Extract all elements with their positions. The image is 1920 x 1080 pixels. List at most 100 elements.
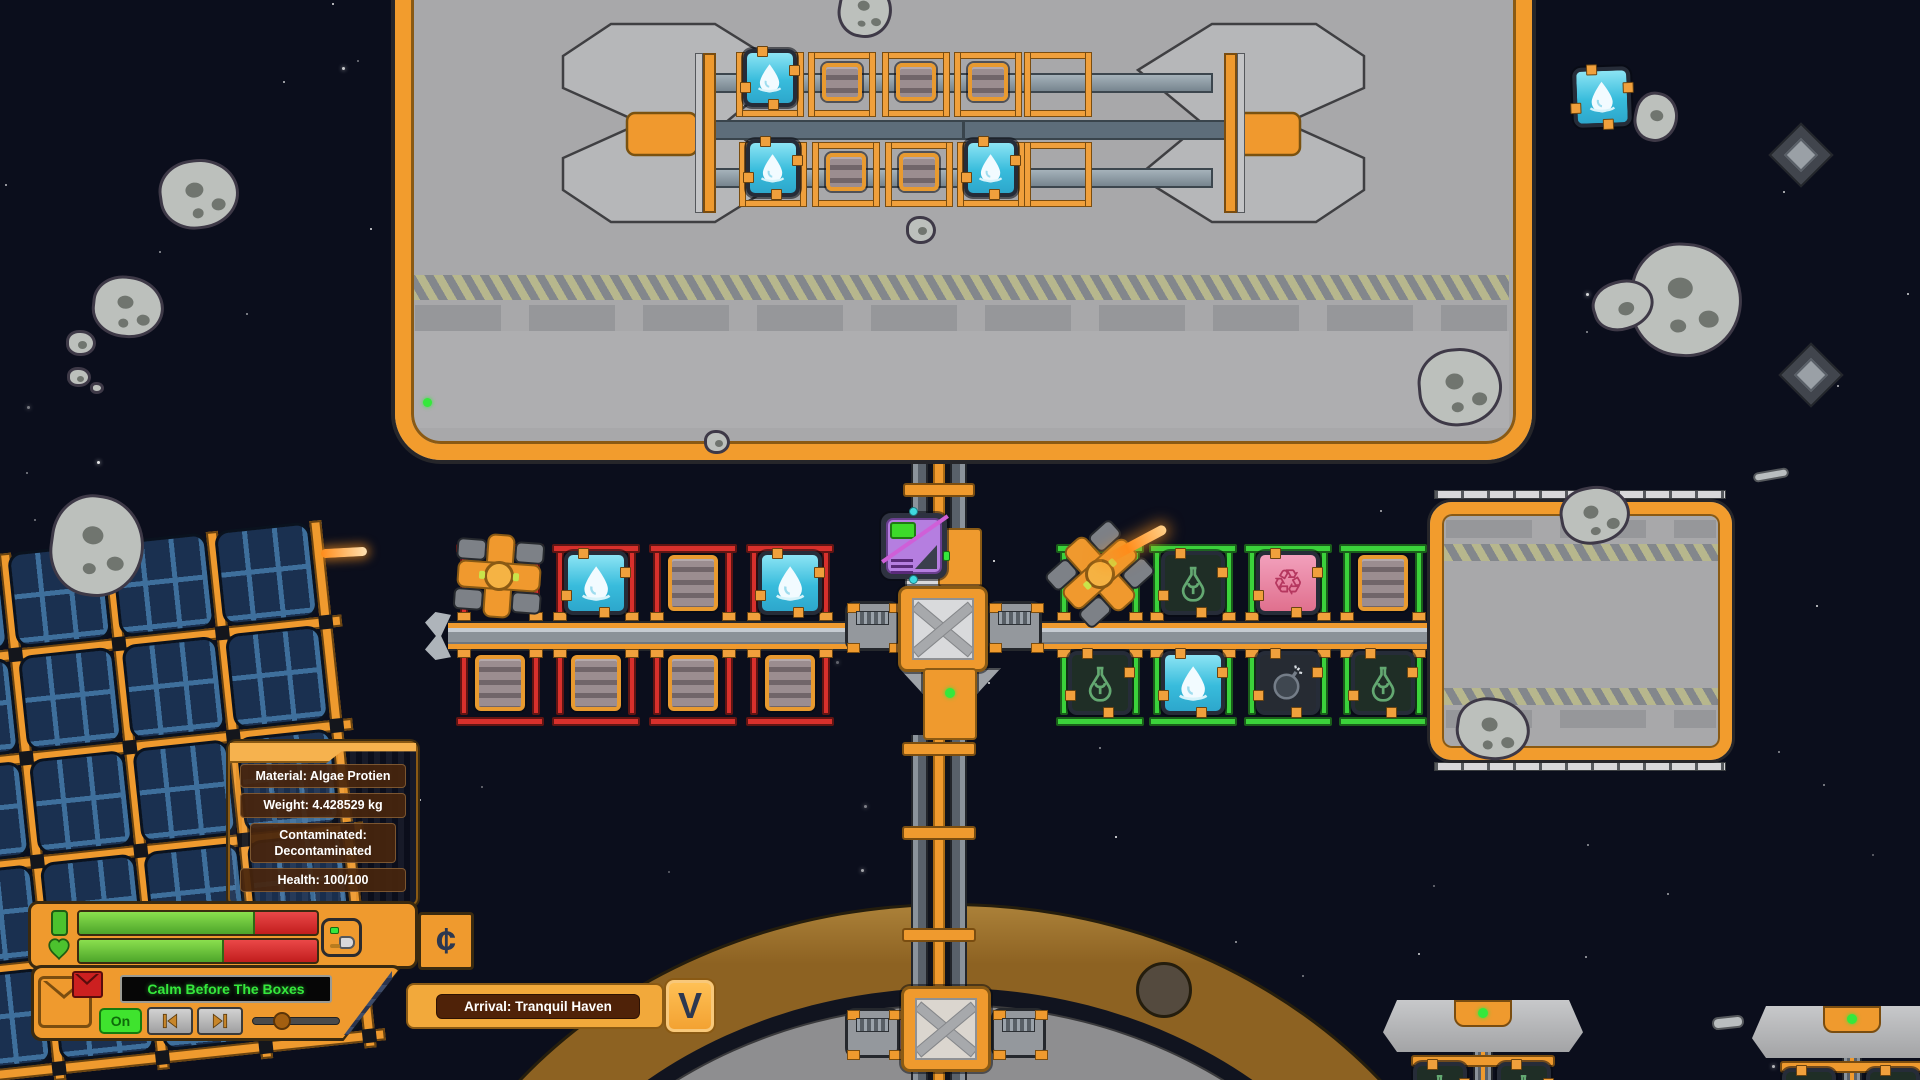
junction-face — [915, 998, 977, 1060]
crate-water[interactable] — [961, 136, 1021, 200]
junction-lower-housing — [923, 668, 977, 740]
star — [283, 81, 285, 83]
rack-foot — [625, 649, 639, 658]
solar-panel[interactable] — [132, 739, 238, 845]
asteroid[interactable] — [154, 153, 244, 235]
crate-water[interactable] — [743, 136, 803, 200]
station-rack-post — [885, 142, 892, 207]
crate-clip — [1543, 1078, 1554, 1080]
drone-pad — [452, 586, 485, 611]
star — [1099, 747, 1101, 749]
crate-algae[interactable] — [1782, 1065, 1836, 1080]
crate-bomb[interactable] — [1253, 648, 1323, 718]
crate-water[interactable] — [755, 548, 825, 618]
drone-light — [478, 570, 486, 580]
asteroid[interactable] — [88, 272, 168, 342]
crate-clip — [1217, 667, 1228, 678]
rail-clamp — [987, 601, 1044, 653]
crate-clip — [1585, 64, 1598, 76]
crate-algae[interactable] — [1348, 648, 1418, 718]
crate-slat[interactable] — [822, 63, 862, 101]
rack-foot — [1150, 612, 1164, 621]
solar-panel[interactable] — [28, 749, 135, 856]
space-debris[interactable] — [1768, 122, 1834, 188]
algae-icon — [1437, 1075, 1443, 1080]
crate-algae[interactable] — [1866, 1065, 1920, 1080]
crate-algae[interactable] — [1065, 648, 1135, 718]
asteroid[interactable] — [67, 367, 91, 387]
crate-slat[interactable] — [765, 655, 815, 711]
conveyor-junction[interactable] — [901, 986, 991, 1072]
crate-algae[interactable] — [1158, 548, 1228, 618]
crate-clip — [1124, 667, 1135, 678]
station-rack-post — [808, 52, 815, 117]
crate-clip — [1312, 567, 1323, 578]
currency-button[interactable]: ¢ — [418, 912, 474, 970]
hud-vitals-panel — [28, 901, 418, 969]
crate-clip — [1270, 648, 1281, 659]
volume-slider[interactable] — [252, 1012, 340, 1030]
rack-post — [628, 551, 636, 615]
solar-panel[interactable] — [224, 624, 331, 731]
asteroid-crater — [1698, 309, 1720, 329]
ring-porthole — [1136, 962, 1192, 1018]
asteroid-crater — [77, 376, 84, 382]
arrival-expand-button[interactable]: V — [664, 978, 716, 1034]
solar-truss-joint — [329, 717, 345, 734]
crate-clip — [1291, 607, 1302, 618]
crate-slat[interactable] — [475, 655, 525, 711]
solar-panel[interactable] — [17, 646, 124, 752]
hauler-node — [909, 575, 918, 584]
clamp-grill — [856, 1018, 889, 1032]
asteroid[interactable] — [906, 216, 936, 244]
star — [1907, 293, 1909, 295]
crate-algae[interactable] — [1497, 1059, 1554, 1080]
crate-slat[interactable] — [668, 555, 718, 611]
star — [1783, 191, 1785, 193]
rail-clamp — [991, 1008, 1048, 1060]
crate-clip — [1175, 548, 1186, 559]
conveyor-junction[interactable] — [898, 586, 988, 672]
crate-clip — [1082, 648, 1093, 659]
crate-slat[interactable] — [899, 153, 939, 191]
station-panel-row — [415, 305, 1507, 331]
crate-clip — [1291, 707, 1302, 718]
music-on-toggle[interactable]: On — [99, 1008, 142, 1034]
rack-bar — [1244, 717, 1332, 726]
asteroid[interactable] — [1629, 87, 1683, 147]
asteroid[interactable] — [90, 382, 104, 394]
solar-panel[interactable] — [121, 635, 227, 742]
floating-crate-water[interactable] — [1570, 64, 1634, 130]
crate-clip — [760, 136, 771, 147]
cargo-drone[interactable] — [452, 529, 546, 623]
star — [1433, 885, 1435, 887]
hauler-machine[interactable] — [881, 507, 950, 584]
crate-water[interactable] — [561, 548, 631, 618]
crate-slat[interactable] — [896, 63, 936, 101]
crate-slat[interactable] — [668, 655, 718, 711]
tooltip-material: Material: Algae Protien — [240, 764, 406, 789]
asteroid[interactable] — [704, 430, 730, 454]
rail-clamp — [845, 1008, 902, 1060]
water-icon — [758, 64, 782, 93]
skip-back-button[interactable] — [147, 1007, 193, 1035]
tooltip-contaminated: Contaminated: Decontaminated — [250, 822, 396, 863]
station-rack-post — [946, 142, 953, 207]
crate-water[interactable] — [1158, 648, 1228, 718]
item-tooltip: Material: Algae Protien Weight: 4.428529… — [228, 741, 418, 906]
crate-slat[interactable] — [1358, 555, 1408, 611]
crate-water[interactable] — [740, 46, 800, 110]
crate-algae[interactable] — [1413, 1059, 1470, 1080]
crate-slat[interactable] — [826, 153, 866, 191]
skip-forward-button[interactable] — [197, 1007, 243, 1035]
asteroid[interactable] — [66, 330, 96, 356]
space-debris[interactable] — [1778, 342, 1844, 408]
crate-clip — [1065, 690, 1076, 701]
crate-clip — [772, 548, 783, 559]
crate-slat[interactable] — [968, 63, 1008, 101]
solar-panel[interactable] — [213, 521, 320, 627]
oxygen-device-button[interactable] — [321, 918, 362, 957]
volume-slider-knob[interactable] — [273, 1012, 292, 1030]
crate-slat[interactable] — [571, 655, 621, 711]
crate-recycle[interactable]: ♲ — [1253, 548, 1323, 618]
